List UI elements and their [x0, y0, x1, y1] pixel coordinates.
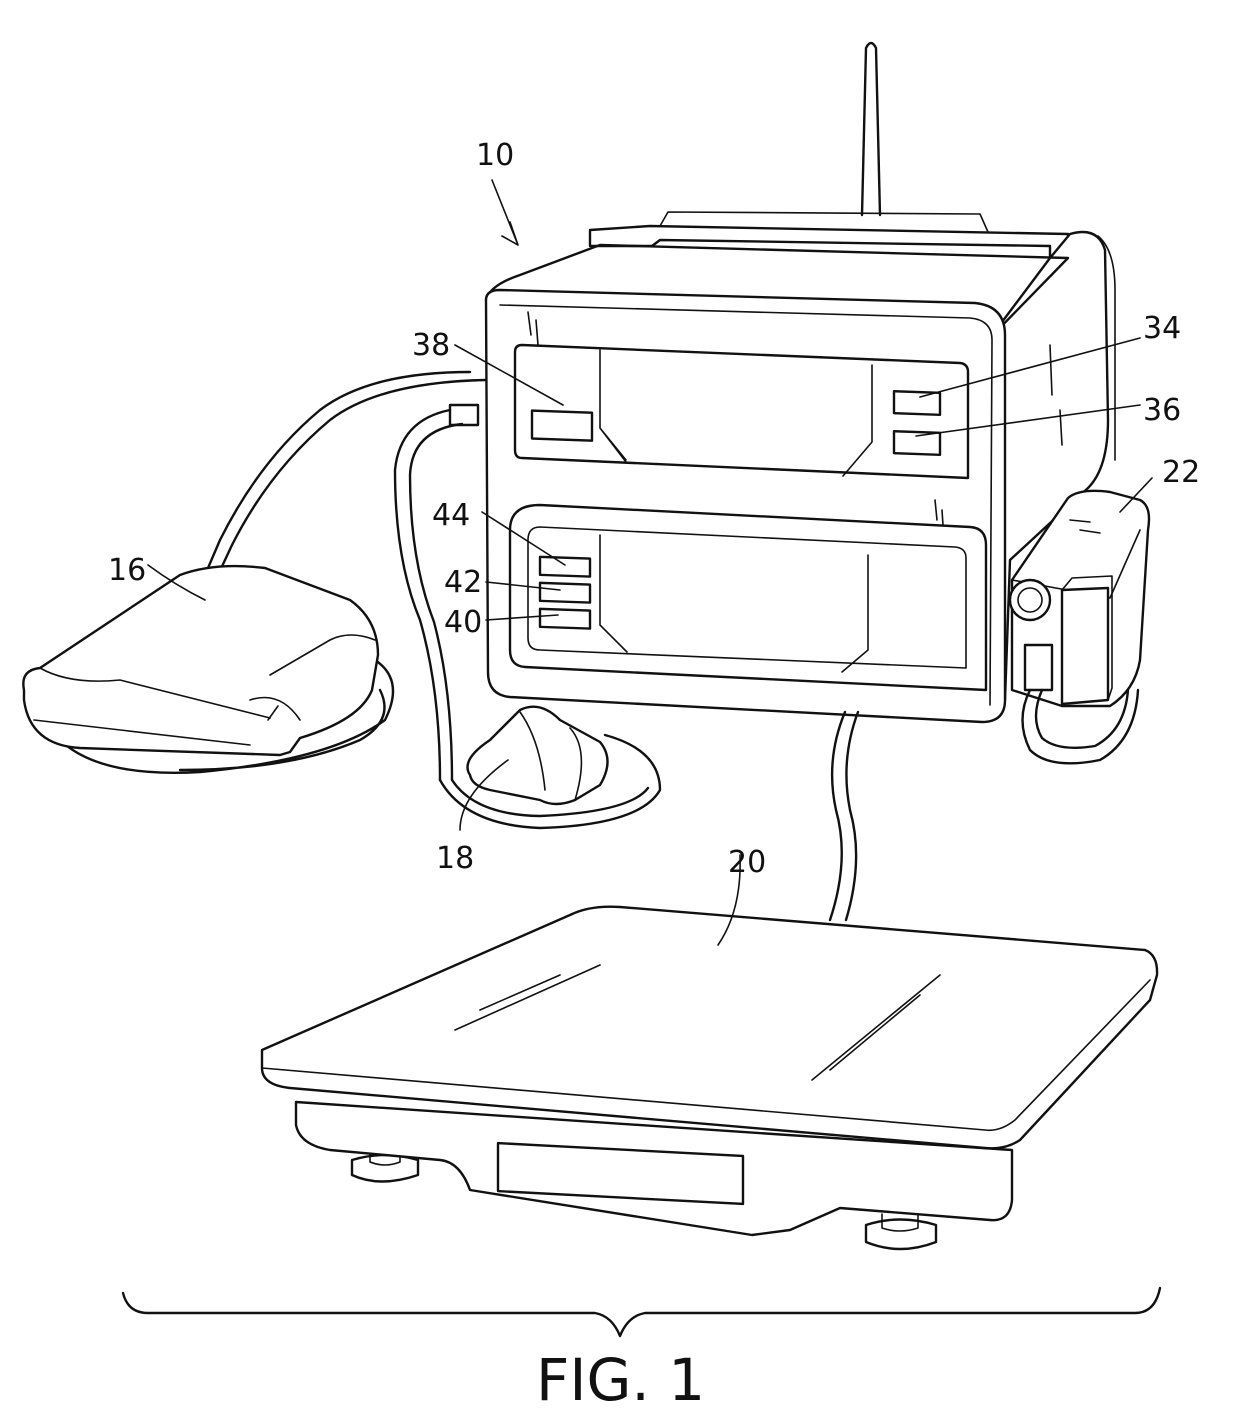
- button-42[interactable]: [540, 583, 590, 603]
- figure-caption: FIG. 1: [536, 1346, 705, 1412]
- scale-cable: [830, 712, 858, 920]
- label-20: 20: [728, 845, 766, 880]
- label-10: 10: [476, 138, 514, 173]
- figure-bracket: [123, 1288, 1160, 1336]
- scale-foot-right: [866, 1220, 936, 1250]
- label-18: 18: [436, 841, 474, 876]
- antenna: [862, 43, 880, 215]
- probe-holder-ring: [1010, 580, 1050, 620]
- label-34: 34: [1143, 311, 1181, 346]
- button-38[interactable]: [532, 411, 592, 441]
- weight-scale: [262, 712, 1157, 1249]
- label-42: 42: [444, 565, 482, 600]
- scale-foot-left: [352, 1155, 418, 1182]
- connector-port: [450, 405, 478, 425]
- top-handle: [590, 226, 1068, 258]
- label-16: 16: [108, 553, 146, 588]
- probe-handle: [1062, 588, 1108, 704]
- button-36[interactable]: [894, 431, 940, 455]
- blood-pressure-cuff: [23, 372, 486, 773]
- button-34[interactable]: [894, 391, 940, 415]
- probe-tip: [1025, 645, 1052, 690]
- label-36: 36: [1143, 393, 1181, 428]
- button-44[interactable]: [540, 557, 590, 577]
- cuff-body: [23, 566, 378, 755]
- label-38: 38: [412, 328, 450, 363]
- cuff-hose: [205, 372, 486, 575]
- button-40[interactable]: [540, 609, 590, 629]
- label-40: 40: [444, 605, 482, 640]
- label-44: 44: [432, 498, 470, 533]
- label-22: 22: [1162, 455, 1200, 490]
